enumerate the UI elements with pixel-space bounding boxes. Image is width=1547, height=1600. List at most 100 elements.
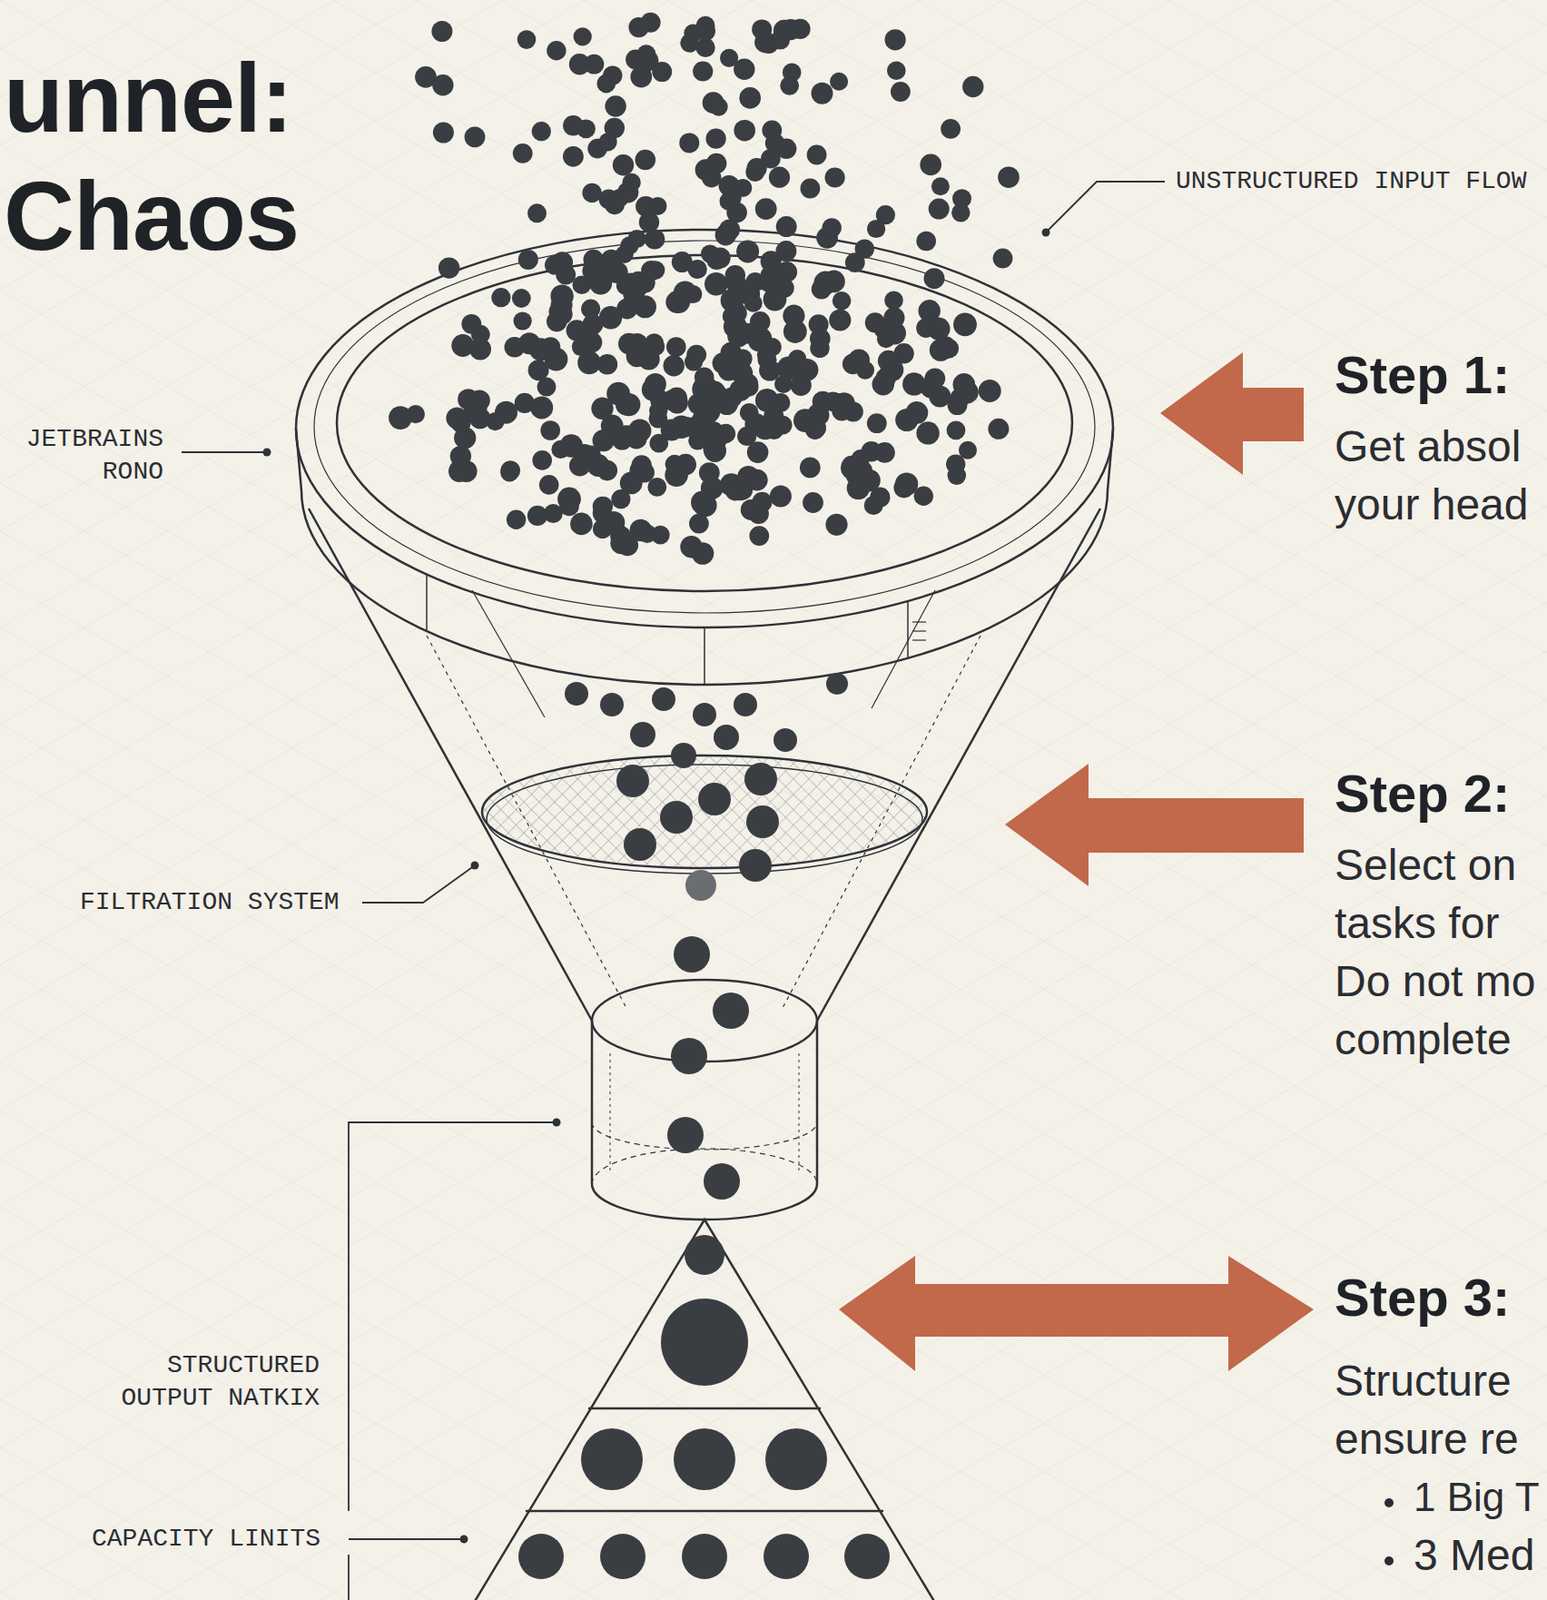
dot bbox=[660, 1298, 749, 1386]
input-dot bbox=[709, 246, 731, 268]
input-dot bbox=[763, 261, 785, 283]
input-dot bbox=[572, 275, 592, 296]
input-dot bbox=[544, 255, 564, 275]
input-dot bbox=[924, 267, 946, 289]
dot bbox=[713, 724, 740, 750]
input-dot bbox=[755, 197, 778, 220]
input-dot bbox=[689, 513, 710, 534]
input-dot bbox=[832, 291, 852, 311]
input-dot bbox=[663, 354, 685, 376]
input-dot bbox=[512, 288, 532, 308]
input-dot bbox=[769, 485, 792, 508]
input-dot bbox=[591, 397, 613, 420]
input-dot bbox=[725, 481, 746, 502]
input-dot bbox=[739, 376, 759, 397]
leader-dot bbox=[552, 1118, 562, 1127]
input-dot bbox=[811, 82, 834, 105]
input-dot bbox=[581, 299, 601, 319]
neck-bottom bbox=[591, 1183, 818, 1220]
neck-side bbox=[816, 1020, 819, 1184]
input-dot bbox=[637, 44, 657, 64]
step-arrow bbox=[1005, 763, 1304, 887]
input-dot bbox=[825, 513, 848, 536]
input-dot bbox=[779, 76, 799, 96]
input-dot bbox=[747, 441, 769, 464]
input-dot bbox=[919, 154, 942, 177]
dot bbox=[673, 1428, 736, 1490]
input-dot bbox=[617, 181, 639, 203]
input-dot bbox=[453, 426, 476, 449]
leader-dot bbox=[1042, 228, 1051, 237]
rim-tick bbox=[906, 601, 909, 659]
input-dot bbox=[518, 249, 539, 270]
input-dot bbox=[805, 417, 827, 439]
input-dot bbox=[688, 414, 707, 434]
input-dot bbox=[733, 119, 756, 142]
dot bbox=[623, 827, 657, 861]
dot bbox=[651, 687, 676, 711]
input-dot bbox=[576, 118, 596, 138]
input-dot bbox=[581, 183, 602, 203]
dot bbox=[660, 800, 693, 834]
input-dot bbox=[559, 496, 580, 517]
input-dot bbox=[701, 167, 722, 188]
input-dot bbox=[546, 311, 568, 333]
dot bbox=[630, 721, 656, 748]
input-dot bbox=[546, 40, 566, 60]
input-dot bbox=[491, 287, 511, 307]
input-dot bbox=[864, 495, 884, 515]
input-dot bbox=[469, 337, 492, 360]
input-dot bbox=[527, 203, 547, 223]
input-dots bbox=[388, 12, 1020, 565]
dot bbox=[600, 1533, 646, 1579]
dot bbox=[684, 1234, 725, 1275]
dot bbox=[703, 1162, 740, 1200]
rim-lip bbox=[314, 240, 1095, 613]
input-dot bbox=[799, 457, 821, 479]
input-dot bbox=[748, 525, 769, 546]
input-dot bbox=[928, 198, 950, 220]
input-dot bbox=[551, 440, 570, 459]
bullet-dot bbox=[1384, 1556, 1394, 1566]
step-text: Select on tasks for Do not mo complete bbox=[1334, 836, 1540, 1069]
dot bbox=[844, 1533, 890, 1579]
input-dot bbox=[847, 349, 870, 372]
callout-label: JETBRAINS RONO bbox=[18, 423, 164, 489]
input-dot bbox=[584, 54, 605, 75]
input-dot bbox=[667, 290, 690, 314]
rim-inner bbox=[336, 255, 1073, 592]
input-dot bbox=[822, 270, 846, 294]
leader-dots bbox=[263, 228, 1051, 1544]
input-dot bbox=[666, 387, 688, 409]
input-dot bbox=[540, 420, 561, 441]
input-dot bbox=[688, 259, 708, 279]
input-dot bbox=[550, 284, 573, 307]
input-dot bbox=[761, 120, 782, 141]
input-dot bbox=[809, 338, 829, 358]
bullet-item: 1 Big T bbox=[1413, 1468, 1540, 1527]
input-dot bbox=[646, 260, 666, 280]
dot bbox=[670, 742, 697, 769]
dot bbox=[692, 702, 717, 727]
input-dot bbox=[808, 314, 829, 335]
input-dot bbox=[950, 387, 971, 408]
input-dot bbox=[562, 146, 584, 168]
input-dot bbox=[902, 372, 926, 395]
input-dot bbox=[758, 350, 778, 370]
pyramid-tier bbox=[525, 1509, 884, 1513]
dot bbox=[712, 992, 749, 1029]
dot bbox=[744, 762, 778, 796]
input-dot bbox=[719, 175, 740, 197]
callout-label: STRUCTURED OUTPUT NATKIX bbox=[110, 1349, 320, 1415]
dot bbox=[763, 1533, 809, 1579]
step-heading: Step 1: bbox=[1334, 344, 1510, 405]
input-dot bbox=[768, 167, 790, 188]
input-dot bbox=[886, 61, 907, 81]
step-arrow bbox=[1160, 352, 1304, 475]
neck-side bbox=[591, 1020, 594, 1184]
input-dot bbox=[993, 248, 1014, 269]
input-dot bbox=[847, 476, 870, 500]
dot bbox=[685, 869, 717, 901]
input-dot bbox=[916, 231, 937, 252]
